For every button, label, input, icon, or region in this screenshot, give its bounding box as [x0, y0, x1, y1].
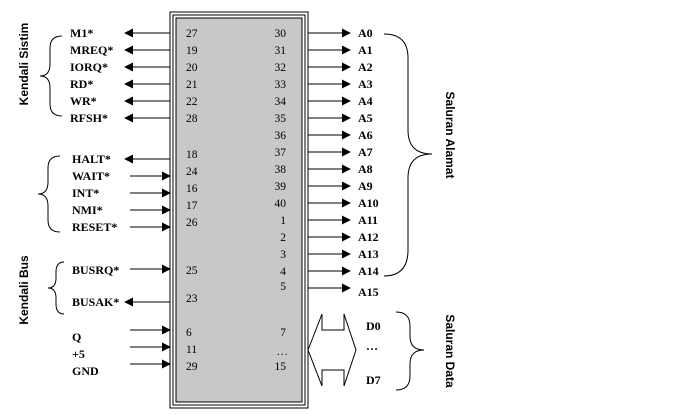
address-label: A4 [358, 94, 373, 108]
pin-number: 35 [275, 113, 287, 125]
signal-label: RD* [70, 77, 93, 91]
address-label: A1 [358, 43, 373, 57]
signal-label: +5 [72, 347, 85, 361]
pin-number: 6 [186, 327, 192, 339]
address-label: A11 [358, 213, 378, 227]
group-label-saluran-data: Saluran Data [443, 314, 457, 388]
address-label: A5 [358, 111, 373, 125]
pin-number: 28 [186, 113, 198, 125]
pin-number: 37 [275, 147, 287, 159]
group-label-saluran-alamat: Saluran Alamat [443, 92, 457, 179]
address-labels: A0 A1 A2 A3 A4 A5 A6 A7 A8 A9 A10 A11 A1… [358, 26, 379, 299]
pin-number: 15 [275, 361, 287, 373]
pin-number: 32 [275, 62, 287, 74]
pin-number: 39 [275, 181, 287, 193]
pin-number: 22 [186, 96, 198, 108]
left-signal-labels: M1* MREQ* IORQ* RD* WR* RFSH* HALT* WAIT… [70, 26, 119, 378]
pin-number: 1 [280, 215, 286, 227]
pin-number: 31 [275, 45, 287, 57]
signal-label: Q [72, 330, 81, 344]
pin-number: 21 [186, 79, 198, 91]
pin-number: 23 [186, 293, 198, 305]
data-labels: D0 … D7 [366, 319, 381, 387]
address-label: A2 [358, 60, 373, 74]
address-label: A14 [358, 264, 379, 278]
address-label: A6 [358, 128, 373, 142]
pin-number: 33 [275, 79, 287, 91]
data-bus-arrow [307, 313, 357, 387]
signal-label: MREQ* [70, 43, 113, 57]
pin-number: 30 [275, 28, 287, 40]
pin-number: 26 [186, 217, 198, 229]
address-label: A3 [358, 77, 373, 91]
pin-number: … [277, 346, 289, 358]
pin-number: 29 [186, 361, 198, 373]
address-label: A10 [358, 196, 379, 210]
pin-number: 20 [186, 62, 198, 74]
chip-body [169, 11, 309, 409]
pin-number: 18 [186, 149, 198, 161]
address-label: A8 [358, 162, 373, 176]
pin-number: 24 [186, 166, 198, 178]
address-arrows [308, 28, 351, 293]
left-signal-arrows [124, 28, 171, 369]
signal-label: RFSH* [70, 111, 108, 125]
signal-label: HALT* [72, 152, 111, 166]
signal-label: GND [72, 364, 99, 378]
signal-label: BUSRQ* [72, 263, 119, 277]
signal-label: INT* [72, 186, 99, 200]
brace-kendali-interrupt [37, 155, 61, 233]
data-label: D7 [366, 373, 381, 387]
address-label: A7 [358, 145, 373, 159]
pin-number: 27 [186, 28, 198, 40]
data-label: D0 [366, 319, 381, 333]
signal-label: M1* [70, 26, 93, 40]
pin-number: 16 [186, 183, 198, 195]
brace-saluran-data [395, 311, 425, 391]
address-label: A0 [358, 26, 373, 40]
group-label-kendali-sistim: Kendali Sistim [17, 23, 31, 106]
pin-number: 25 [186, 265, 198, 277]
pin-number: 7 [280, 327, 286, 339]
pin-number: 34 [275, 96, 287, 108]
brace-kendali-bus [47, 261, 65, 315]
pin-number: 17 [186, 200, 198, 212]
signal-label: BUSAK* [72, 295, 119, 309]
group-braces [37, 33, 433, 391]
pin-number: 19 [186, 45, 198, 57]
group-label-kendali-bus: Kendali Bus [17, 255, 31, 325]
right-pin-numbers: 30 31 32 33 34 35 36 37 38 39 40 1 2 3 4… [275, 28, 289, 373]
pin-number: 4 [280, 266, 286, 278]
data-label: … [366, 339, 378, 353]
address-label: A12 [358, 230, 379, 244]
pin-number: 36 [275, 130, 287, 142]
pin-number: 5 [280, 281, 286, 293]
pin-number: 40 [275, 198, 287, 210]
signal-label: WAIT* [72, 169, 110, 183]
signal-label: WR* [70, 94, 97, 108]
pin-number: 38 [275, 164, 287, 176]
pin-number: 11 [186, 344, 197, 356]
address-label: A13 [358, 247, 379, 261]
address-label: A9 [358, 179, 373, 193]
signal-label: NMI* [72, 203, 103, 217]
brace-kendali-sistim [39, 35, 63, 117]
pin-number: 2 [280, 232, 286, 244]
brace-saluran-alamat [383, 33, 433, 277]
signal-label: IORQ* [70, 60, 108, 74]
pin-number: 3 [280, 249, 286, 261]
address-label: A15 [358, 285, 379, 299]
signal-label: RESET* [72, 220, 117, 234]
left-pin-numbers: 27 19 20 21 22 28 18 24 16 17 26 25 23 6… [186, 28, 198, 373]
